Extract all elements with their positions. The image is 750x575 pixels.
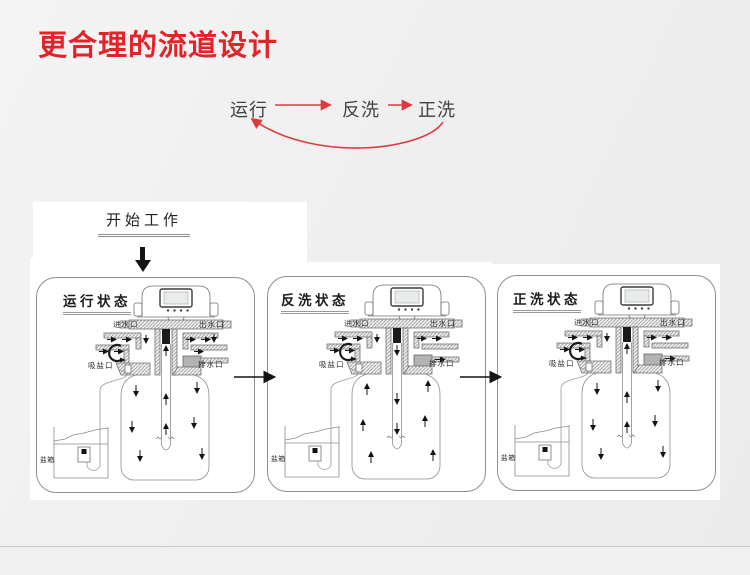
start-down-arrow-head-icon	[135, 260, 151, 272]
outlet-label: 出水口	[199, 319, 225, 329]
drain-label: 排水口	[198, 359, 224, 369]
cycle-arrows	[250, 99, 444, 149]
bottom-divider	[0, 546, 750, 547]
softener-diagram-run: 进水口 出水口 吸盐口 排水口 盐箱	[40, 284, 233, 482]
flow-direction-arrows	[99, 334, 217, 462]
drain-label: 排水口	[659, 357, 685, 367]
panel-3-bg	[491, 264, 720, 500]
inlet-label: 进水口	[344, 318, 370, 328]
brine-label: 吸盐口	[88, 360, 114, 370]
outlet-label: 出水口	[660, 317, 686, 327]
page-title: 更合理的流道设计	[38, 30, 279, 62]
state-panel-title: 正洗状态	[513, 288, 581, 313]
inlet-label: 进水口	[574, 317, 600, 327]
flow-direction-arrows	[330, 334, 446, 463]
brine-label: 吸盐口	[549, 358, 575, 368]
cycle-step-backwash: 反洗	[342, 100, 380, 120]
flow-direction-arrows	[560, 333, 676, 460]
start-down-arrow-icon	[140, 247, 145, 260]
drain-label: 排水口	[429, 358, 455, 368]
cycle-loop-arrow-icon	[250, 117, 444, 149]
panel-1-bg	[30, 258, 260, 500]
inlet-label: 进水口	[113, 319, 139, 329]
start-label: 开始工作	[98, 209, 190, 237]
state-panel-rinse: 正洗状态 进水口 出水口 吸盐口 排水口 盐箱	[497, 275, 716, 491]
panel-link-arrow-1-icon	[234, 370, 277, 384]
cycle-step-run: 运行	[230, 100, 268, 120]
brine-label: 吸盐口	[319, 359, 345, 369]
salt-tank-label: 盐箱	[271, 454, 286, 463]
salt-tank-label: 盐箱	[501, 453, 516, 462]
panel-link-arrow-2-icon	[460, 370, 503, 384]
bottom-strip	[0, 547, 750, 575]
softener-diagram-backwash: 进水口 出水口 吸盐口 排水口 盐箱	[271, 283, 464, 481]
state-panel-title: 反洗状态	[281, 289, 349, 314]
salt-tank-label: 盐箱	[40, 455, 55, 464]
state-panel-run: 运行状态 进水口 出水口 吸盐口 排水口 盐箱	[36, 277, 255, 493]
cycle-step-rinse: 正洗	[418, 100, 456, 120]
state-panel-backwash: 反洗状态 进水口 出水口 吸盐口 排水口 盐箱	[267, 276, 486, 492]
outlet-label: 出水口	[430, 318, 456, 328]
panel-2-bg	[260, 262, 492, 500]
softener-diagram-rinse: 进水口 出水口 吸盐口 排水口 盐箱	[501, 282, 694, 480]
state-panel-title: 运行状态	[63, 290, 131, 315]
